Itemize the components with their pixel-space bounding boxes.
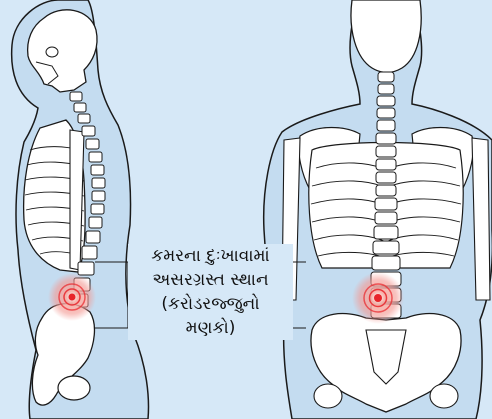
- back-view-figure: [264, 0, 492, 419]
- side-view-figure: [12, 0, 149, 419]
- callout-line-3: (કરોડરજ્જુનો: [128, 292, 293, 316]
- callout-line-2: અસરગ્રસ્ત સ્થાન: [128, 268, 293, 292]
- callout-line-4: મણકો): [128, 316, 293, 340]
- callout-line-1: કમરના દુઃખાવામાં: [128, 244, 293, 268]
- callout-label: કમરના દુઃખાવામાં અસરગ્રસ્ત સ્થાન (કરોડરજ…: [128, 244, 293, 340]
- back-pain-marker: [352, 272, 404, 324]
- side-pain-marker: [48, 273, 96, 321]
